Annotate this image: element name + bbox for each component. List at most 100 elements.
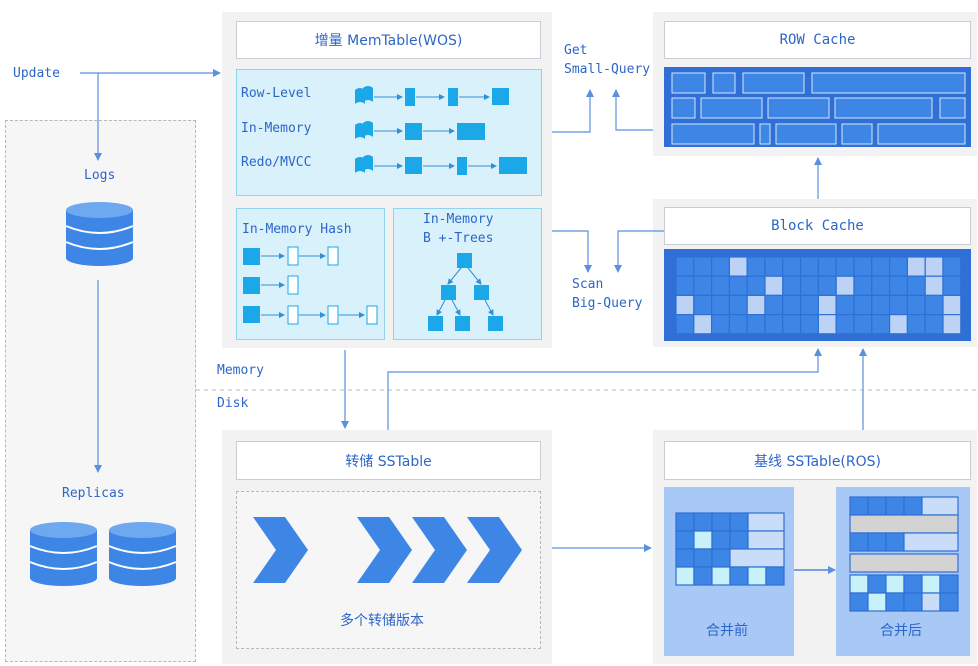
block-cache-cell — [817, 256, 837, 277]
block-cache-cell — [888, 314, 908, 335]
block-cache-cell — [888, 256, 908, 277]
block-cache-cell — [728, 294, 748, 316]
block-cache-cell — [942, 256, 962, 277]
ros-after-label: 合并后 — [880, 623, 922, 639]
block-cache-cell — [924, 294, 944, 316]
block-cache-cell — [728, 314, 748, 335]
block-cache-cell — [693, 275, 713, 297]
block-cache-cell — [764, 275, 784, 297]
block-cache-cell — [853, 275, 873, 297]
replica-database-icon-2 — [108, 522, 177, 586]
block-cache-cell — [782, 256, 802, 277]
block-cache-cell — [746, 314, 766, 335]
block-cache-cell — [693, 256, 713, 277]
block-cache-cell — [853, 294, 873, 316]
block-cache-cell — [710, 294, 730, 316]
ros-before-label: 合并前 — [706, 623, 748, 639]
block-cache-cell — [728, 256, 748, 277]
wos-row-label-3: Redo/MVCC — [241, 155, 312, 170]
btree-title-line2: B +-Trees — [423, 231, 494, 246]
block-cache-cell — [675, 256, 695, 277]
block-cache-cell — [746, 256, 766, 277]
block-cache-cell — [799, 314, 819, 335]
block-cache-cell — [746, 294, 766, 316]
block-cache-cell — [871, 314, 891, 335]
rowcache-to-get-arrow — [612, 89, 653, 131]
btree-icon — [428, 253, 503, 331]
memory-label: Memory — [217, 363, 264, 378]
wos-row-label-2: In-Memory — [241, 121, 312, 136]
block-cache-cell — [835, 314, 855, 335]
block-cache-cell — [835, 275, 855, 297]
replica-database-icon-1 — [29, 522, 98, 586]
block-cache-title: Block Cache — [664, 207, 971, 245]
block-cache-cell — [871, 294, 891, 316]
block-cache-cell — [782, 314, 802, 335]
block-cache-cell — [942, 275, 962, 297]
block-cache-cell — [746, 275, 766, 297]
ros-before-grid — [675, 512, 785, 586]
block-cache-cell — [942, 314, 962, 335]
block-cache-cell — [871, 275, 891, 297]
block-cache-cell — [675, 275, 695, 297]
wos-to-get-arrow — [552, 89, 594, 133]
wos-to-scan-arrow — [552, 230, 592, 273]
get-query-label-1: Get — [564, 43, 588, 58]
update-label: Update — [13, 66, 60, 81]
block-cache-cell — [942, 294, 962, 316]
btree-title-line1: In-Memory — [423, 212, 494, 227]
wos-row-label-1: Row-Level — [241, 86, 312, 101]
block-cache-cell — [675, 314, 695, 335]
block-cache-cell — [817, 275, 837, 297]
block-cache-cell — [888, 275, 908, 297]
hash-title: In-Memory Hash — [242, 222, 352, 237]
block-cache-cell — [782, 275, 802, 297]
block-cache-cell — [906, 256, 926, 277]
disk-label: Disk — [217, 396, 249, 411]
block-cache-cell — [906, 294, 926, 316]
scan-query-label-1: Scan — [572, 277, 604, 292]
block-cache-cell — [764, 294, 784, 316]
row-level-chain-icon — [355, 86, 509, 106]
get-query-label-2: Small-Query — [564, 62, 651, 77]
block-cache-cell — [710, 314, 730, 335]
dump-title: 转储 SSTable — [236, 441, 541, 480]
block-cache-cell — [924, 314, 944, 335]
ros-title: 基线 SSTable(ROS) — [664, 441, 971, 480]
block-cache-cell — [799, 294, 819, 316]
block-cache-cell — [675, 294, 695, 316]
scan-query-label-2: Big-Query — [572, 296, 643, 311]
block-cache-cell — [782, 294, 802, 316]
dump-to-blockcache-arrow — [387, 348, 822, 430]
block-cache-cell — [817, 314, 837, 335]
logs-label: Logs — [84, 168, 116, 183]
replicas-label: Replicas — [62, 486, 125, 501]
block-cache-cell — [924, 256, 944, 277]
block-cache-cell — [871, 256, 891, 277]
block-cache-cell — [764, 256, 784, 277]
blockcache-to-scan-arrow — [614, 230, 664, 273]
hash-box — [236, 208, 385, 340]
row-cache-blocks — [671, 72, 966, 145]
wos-title: 增量 MemTable(WOS) — [236, 21, 541, 59]
dump-version-chevrons — [253, 517, 522, 583]
block-cache-cell — [728, 275, 748, 297]
redo-mvcc-chain-icon — [355, 155, 527, 175]
block-cache-cell — [835, 294, 855, 316]
ros-after-grid — [849, 496, 959, 612]
logs-database-icon — [65, 202, 134, 266]
block-cache-cell — [693, 294, 713, 316]
block-cache-cell — [888, 294, 908, 316]
block-cache-cell — [853, 256, 873, 277]
block-cache-cell — [799, 256, 819, 277]
block-cache-cell — [924, 275, 944, 297]
in-memory-chain-icon — [355, 121, 485, 140]
block-cache-cell — [710, 275, 730, 297]
block-cache-cell — [906, 275, 926, 297]
block-cache-cell — [764, 314, 784, 335]
dump-versions-label: 多个转储版本 — [340, 613, 424, 629]
row-cache-title: ROW Cache — [664, 21, 971, 59]
block-cache-cell — [693, 314, 713, 335]
block-cache-cell — [799, 275, 819, 297]
